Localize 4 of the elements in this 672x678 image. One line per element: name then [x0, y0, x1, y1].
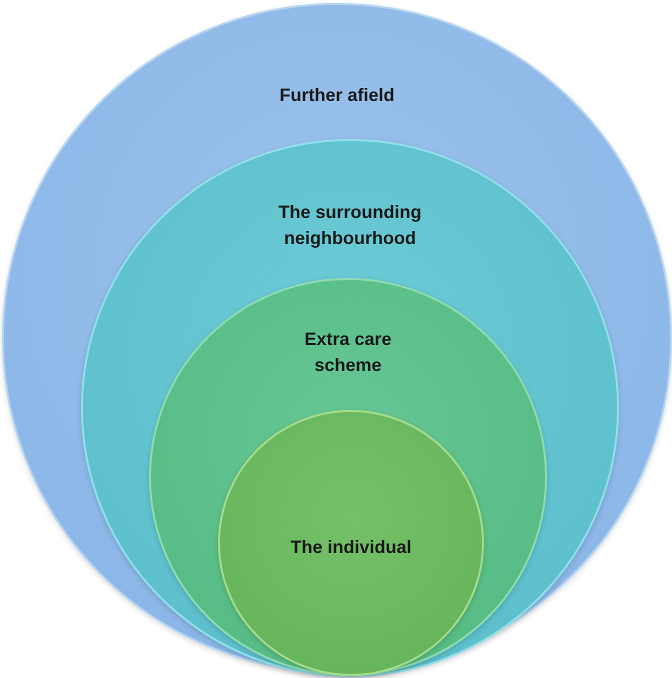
region-label: The surrounding neighbourhood: [278, 201, 422, 250]
region-label: Extra care scheme: [303, 328, 393, 377]
region-label: Further afield: [278, 84, 396, 107]
region-label: The individual: [289, 536, 412, 559]
